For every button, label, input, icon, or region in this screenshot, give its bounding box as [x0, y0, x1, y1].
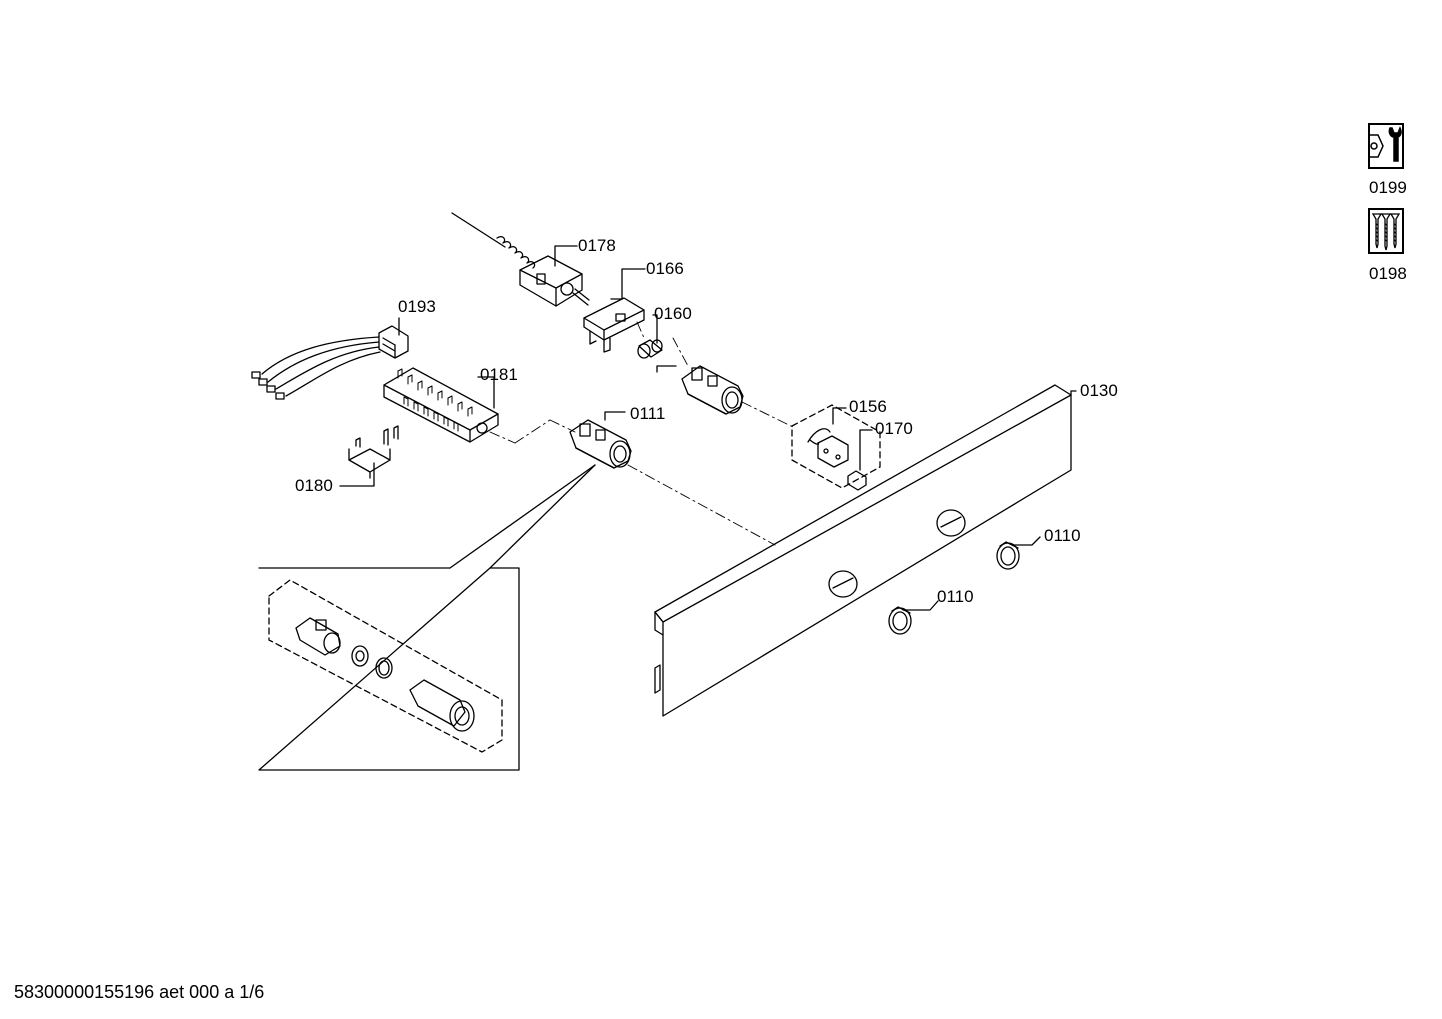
clip-part: [348, 425, 399, 479]
leader-lines: [339, 245, 1077, 611]
knob-assembly-main: [569, 419, 632, 469]
label-0198: 0198: [1369, 264, 1407, 283]
label-0111: 0111: [630, 404, 666, 423]
label-0160: 0160: [654, 304, 692, 323]
detail-callout: [258, 464, 596, 771]
label-0110-right: 0110: [1044, 526, 1081, 545]
screws-icon: [1368, 208, 1404, 254]
terminal-block-part: [383, 367, 499, 443]
ring-part-left: [888, 606, 912, 635]
label-0178: 0178: [578, 236, 616, 255]
label-0180: 0180: [295, 476, 333, 495]
label-0130: 0130: [1080, 381, 1118, 400]
label-0170: 0170: [875, 419, 913, 438]
shaft-part: [637, 339, 663, 359]
ring-part-right: [996, 541, 1020, 570]
thermostat-part: [451, 212, 590, 307]
wire-harness-part: [251, 325, 409, 400]
label-0166: 0166: [646, 259, 684, 278]
bracket-part: [583, 297, 645, 353]
label-0110-left: 0110: [937, 587, 974, 606]
label-0199: 0199: [1369, 178, 1407, 197]
knob-assembly-upper: [681, 365, 744, 415]
document-id-footer: 58300000155196 aet 000 a 1/6: [14, 982, 265, 1002]
control-panel-part: [654, 384, 1072, 717]
assembly-lines: [489, 321, 796, 546]
label-0156: 0156: [849, 397, 887, 416]
label-0181: 0181: [480, 365, 518, 384]
label-0193: 0193: [398, 297, 436, 316]
wrench-nut-icon: [1368, 123, 1404, 169]
lamp-holder-part: [791, 404, 881, 491]
